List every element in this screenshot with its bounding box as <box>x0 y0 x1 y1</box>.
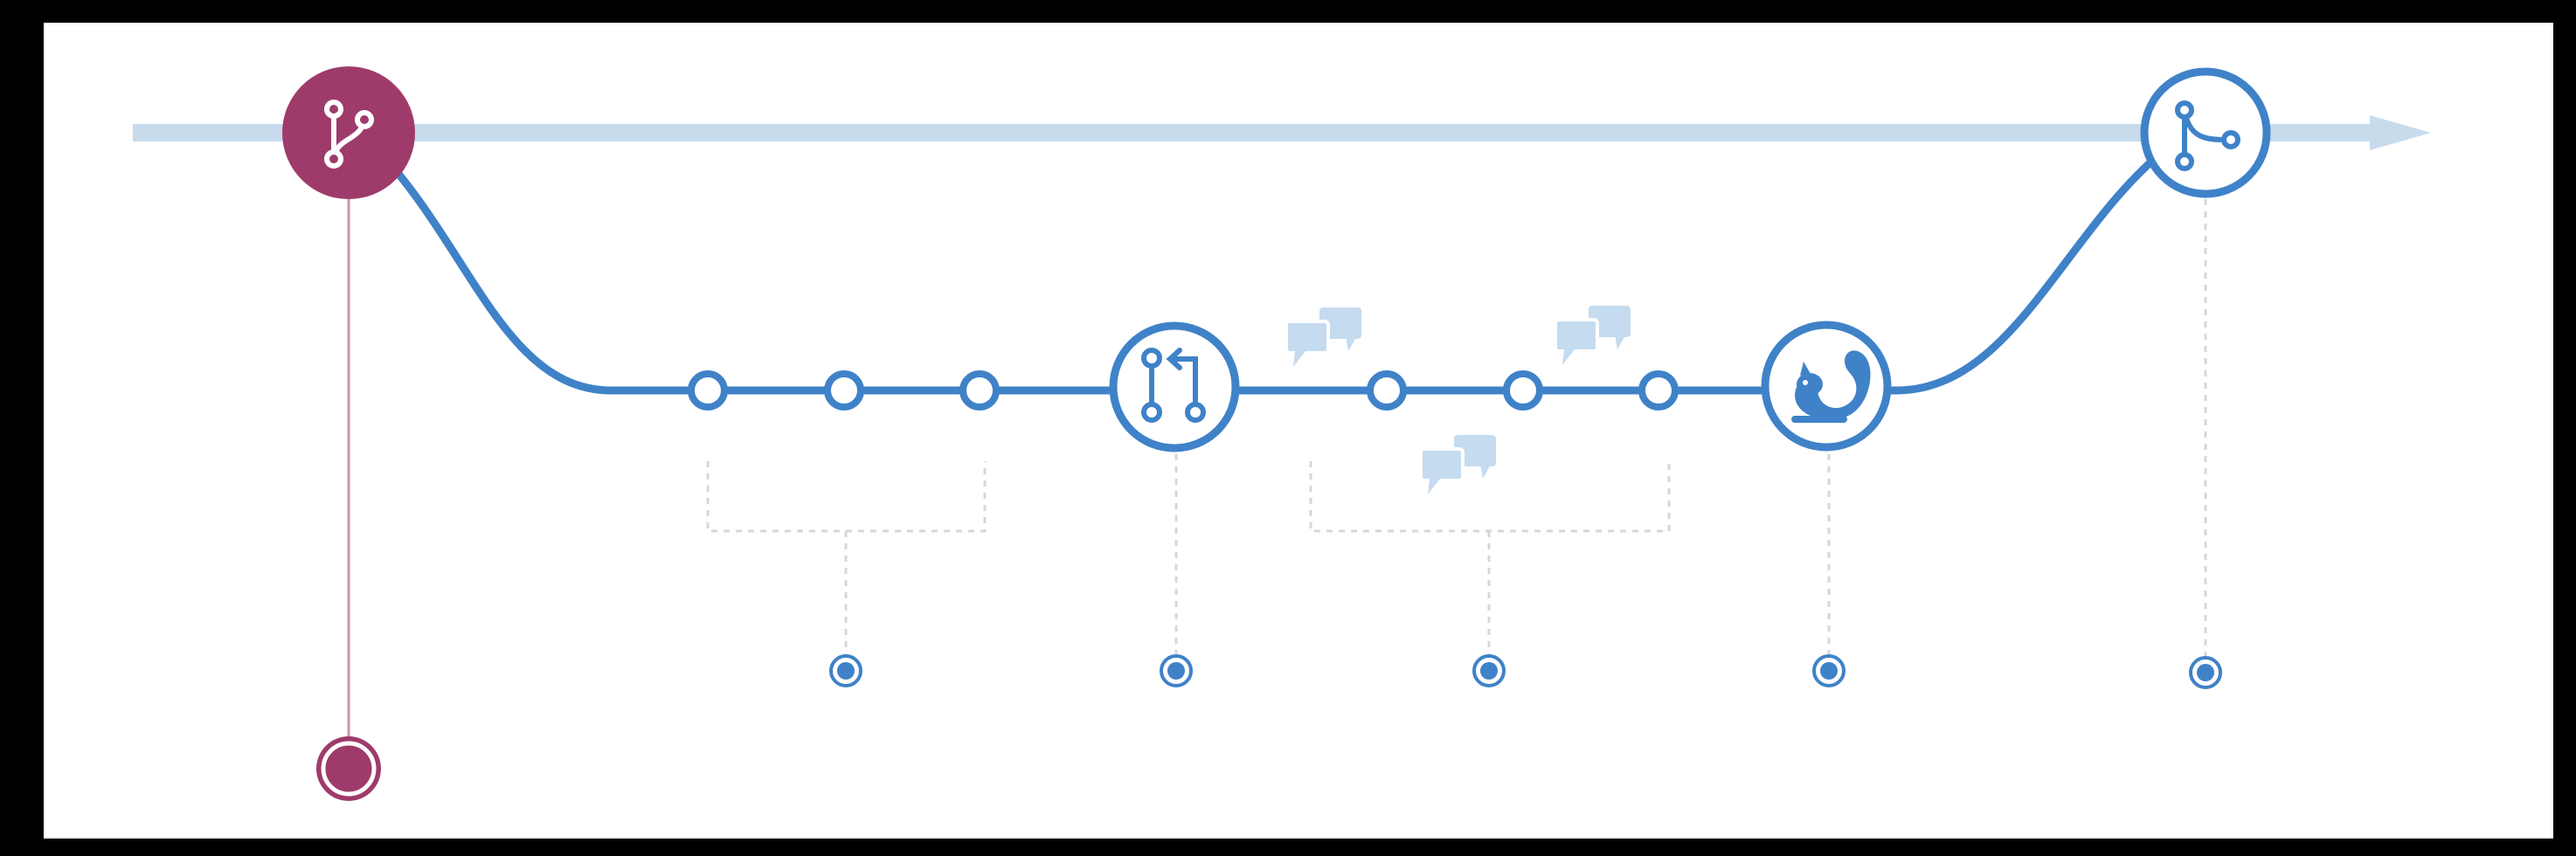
comment-icon <box>1285 307 1361 367</box>
markers <box>316 654 2222 801</box>
connectors <box>706 199 2207 657</box>
comment-icon <box>1419 435 1496 494</box>
merge-icon <box>2175 100 2240 171</box>
deploy-node <box>1761 321 1892 452</box>
main-branch <box>133 115 2431 150</box>
commit-node-5 <box>1503 370 1543 411</box>
create-branch-node <box>282 66 415 199</box>
pull-request-node <box>1109 321 1240 452</box>
commit-node-2 <box>824 370 864 411</box>
commit-nodes <box>688 370 1679 411</box>
pull-request-icon <box>1141 348 1206 423</box>
target-dot-icon <box>2189 656 2222 689</box>
commit-node-1 <box>688 370 728 411</box>
ring-icon <box>316 736 381 801</box>
main-branch-line <box>133 124 2370 142</box>
commit-node-6 <box>1638 370 1679 411</box>
target-dot-icon <box>1160 654 1193 687</box>
merge-node <box>2140 67 2271 198</box>
feature-branch-line <box>379 152 2161 395</box>
branch-icon <box>324 100 374 169</box>
commit-node-4 <box>1367 370 1407 411</box>
target-dot-icon <box>1472 654 1506 687</box>
comments <box>1285 306 1631 494</box>
target-dot-icon <box>1812 654 1845 687</box>
comment-icon <box>1554 306 1631 365</box>
target-dot-icon <box>829 654 862 687</box>
squirrel-icon <box>1791 350 1871 423</box>
canvas-background <box>44 23 2553 839</box>
main-branch-arrowhead <box>2370 115 2431 150</box>
commit-node-3 <box>959 370 1000 411</box>
